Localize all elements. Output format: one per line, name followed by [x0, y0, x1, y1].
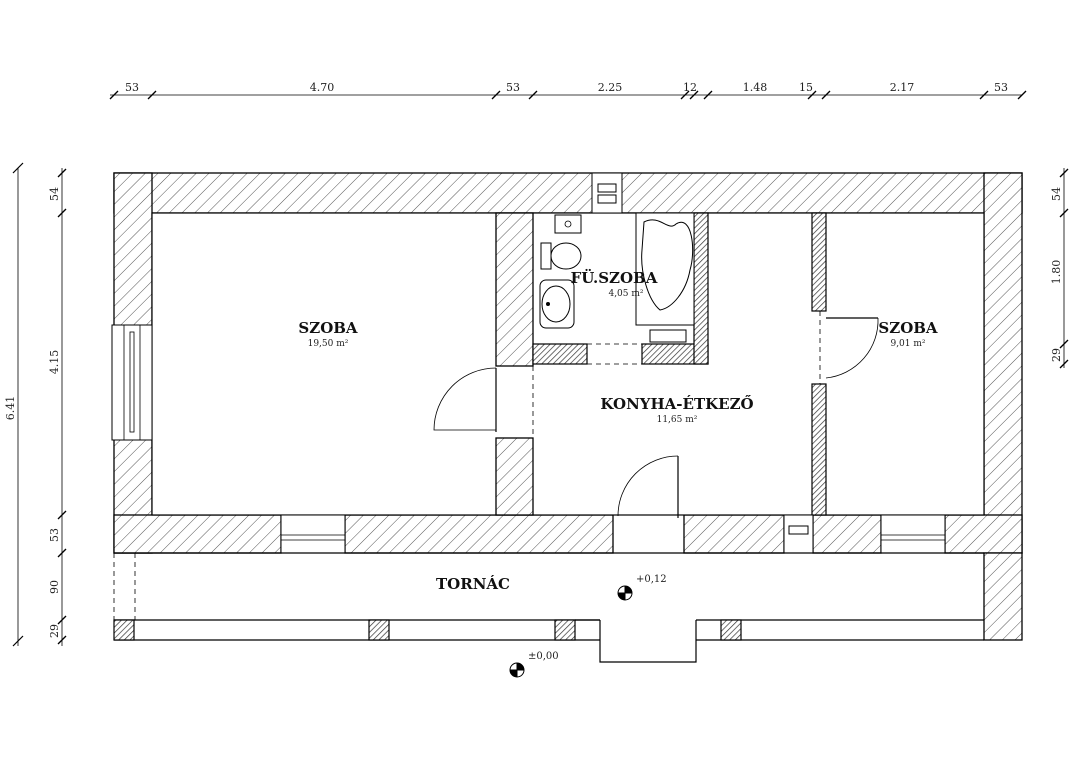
level-porch-text: +0,12 — [636, 574, 667, 585]
dimension-right: 54 1.80 29 — [1050, 168, 1069, 369]
dim-tick — [57, 510, 67, 520]
dim-top-2: 53 — [506, 81, 520, 94]
dim-tick — [689, 90, 699, 100]
dim-tick — [703, 90, 713, 100]
room-name: FÜ.SZOBA — [571, 268, 658, 287]
dimension-left-parts: 54 4.15 53 90 29 — [48, 168, 67, 646]
room-area: 9,01 m² — [890, 339, 925, 349]
dim-tick — [1017, 90, 1027, 100]
dim-left-1: 4.15 — [48, 350, 61, 375]
dim-tick — [680, 90, 690, 100]
room-area: 11,65 m² — [657, 415, 698, 425]
dim-top-4: 12 — [683, 81, 697, 94]
dim-tick — [57, 635, 67, 645]
level-ground-text: ±0,00 — [528, 651, 559, 662]
dim-top-6: 15 — [799, 81, 813, 94]
room-name: SZOBA — [298, 319, 358, 337]
dim-right-0: 54 — [1050, 187, 1063, 201]
room-label-tornac: TORNÁC — [436, 575, 510, 593]
dim-tick — [979, 90, 989, 100]
dim-tick — [1059, 168, 1069, 178]
dim-tick — [807, 90, 817, 100]
interior-walls — [495, 172, 827, 554]
dim-tick — [491, 90, 501, 100]
washbasin — [541, 285, 571, 323]
dim-top-7: 2.17 — [890, 81, 915, 94]
dim-tick — [147, 90, 157, 100]
room-label-szoba-left: SZOBA 19,50 m² — [298, 319, 358, 349]
room-area: 4,05 m² — [608, 289, 643, 299]
toilet — [550, 242, 582, 270]
room-name: TORNÁC — [436, 575, 510, 593]
dim-tick — [821, 90, 831, 100]
dim-tick — [528, 90, 538, 100]
porch — [113, 552, 1023, 663]
dimension-left-total: 6.41 — [4, 162, 24, 647]
bathroom-fixtures — [539, 212, 695, 343]
room-label-furdo: FÜ.SZOBA 4,05 m² — [571, 268, 658, 299]
room-name: KONYHA-ÉTKEZŐ — [600, 395, 753, 413]
dim-tick — [1059, 359, 1069, 369]
dim-top-1: 4.70 — [310, 81, 335, 94]
dim-top-0: 53 — [125, 81, 139, 94]
dim-right-1: 1.80 — [1050, 260, 1063, 285]
dim-top-5: 1.48 — [743, 81, 768, 94]
dim-left-4: 29 — [48, 624, 61, 638]
dim-tick — [57, 208, 67, 218]
room-area: 19,50 m² — [308, 339, 349, 349]
dim-left-3: 90 — [48, 580, 61, 594]
dim-left-total: 6.41 — [4, 396, 17, 421]
dim-left-0: 54 — [48, 187, 61, 201]
dim-tick — [109, 90, 119, 100]
dim-tick — [57, 548, 67, 558]
dim-top-8: 53 — [994, 81, 1008, 94]
room-name: SZOBA — [878, 319, 938, 337]
dim-top-3: 2.25 — [598, 81, 623, 94]
level-marker-porch: +0,12 — [617, 574, 667, 601]
dim-left-2: 53 — [48, 528, 61, 542]
dim-tick — [1059, 339, 1069, 349]
level-marker-ground: ±0,00 — [509, 651, 559, 678]
dim-right-2: 29 — [1050, 348, 1063, 362]
room-label-konyha: KONYHA-ÉTKEZŐ 11,65 m² — [600, 395, 753, 425]
room-label-szoba-right: SZOBA 9,01 m² — [878, 319, 938, 349]
windows — [111, 324, 946, 554]
dimension-top: 53 4.70 53 2.25 12 1.48 15 2.17 53 — [109, 81, 1027, 100]
dim-tick — [1059, 208, 1069, 218]
dim-tick — [57, 615, 67, 625]
dim-tick — [57, 168, 67, 178]
